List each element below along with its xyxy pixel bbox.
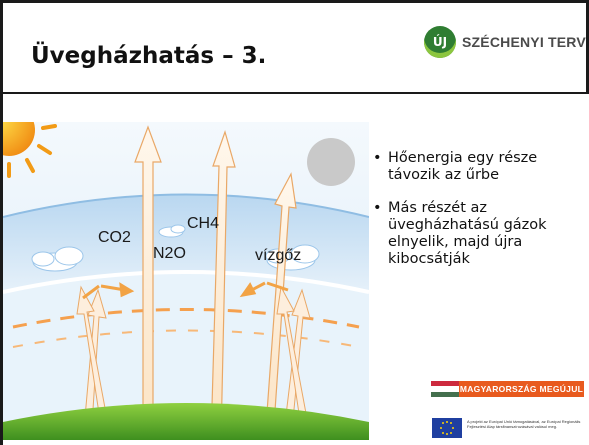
szechenyi-terv-logo: ÚJ SZÉCHENYI TERV: [424, 24, 586, 60]
magyarorszag-megujul-logo: MAGYARORSZÁG MEGÚJUL: [431, 381, 584, 397]
greenhouse-diagram: CO2 CH4 N2O vízgőz: [3, 122, 369, 440]
heat-dash-line-2: [12, 329, 360, 348]
moon-icon: [307, 138, 355, 186]
frame-right: [586, 0, 589, 92]
slide-title: Üvegházhatás – 3.: [31, 43, 267, 69]
earth-surface: [3, 403, 369, 440]
hungarian-flag-icon: [431, 381, 459, 397]
re-emission-arrows: [82, 281, 289, 300]
bullet-text: Más részét az üvegházhatású gázok elnyel…: [388, 200, 547, 267]
lower-atmosphere-edge: [3, 270, 369, 294]
vizgoz-label: vízgőz: [255, 247, 301, 264]
eu-flag-icon: [432, 418, 462, 438]
co2-label: CO2: [98, 229, 131, 246]
cloud-icon: [31, 246, 84, 272]
frame-left: [0, 0, 3, 445]
eu-funding-note: A projekt az Európai Unió támogatásával,…: [467, 419, 581, 429]
bullet-marker: •: [373, 200, 382, 216]
cloud-icon: [158, 224, 186, 238]
bullet-item-heat-escapes: • Hőenergia egy része távozik az űrbe: [373, 150, 568, 184]
ch4-label: CH4: [187, 215, 219, 232]
mm-logo-text: MAGYARORSZÁG MEGÚJUL: [459, 381, 584, 397]
sun-icon: [3, 122, 57, 178]
logo-text: SZÉCHENYI TERV: [462, 34, 586, 50]
title-divider: [0, 92, 589, 94]
bullet-item-gases-absorb: • Más részét az üvegházhatású gázok elny…: [373, 200, 568, 268]
n2o-label: N2O: [153, 245, 186, 262]
frame-top: [0, 0, 589, 3]
bullet-list: • Hőenergia egy része távozik az űrbe • …: [373, 150, 585, 284]
bullet-marker: •: [373, 150, 382, 166]
uj-badge-icon: ÚJ: [424, 26, 456, 58]
heat-dash-line-1: [12, 308, 360, 329]
bullet-text: Hőenergia egy része távozik az űrbe: [388, 150, 538, 183]
atmosphere-outline: [3, 193, 369, 218]
